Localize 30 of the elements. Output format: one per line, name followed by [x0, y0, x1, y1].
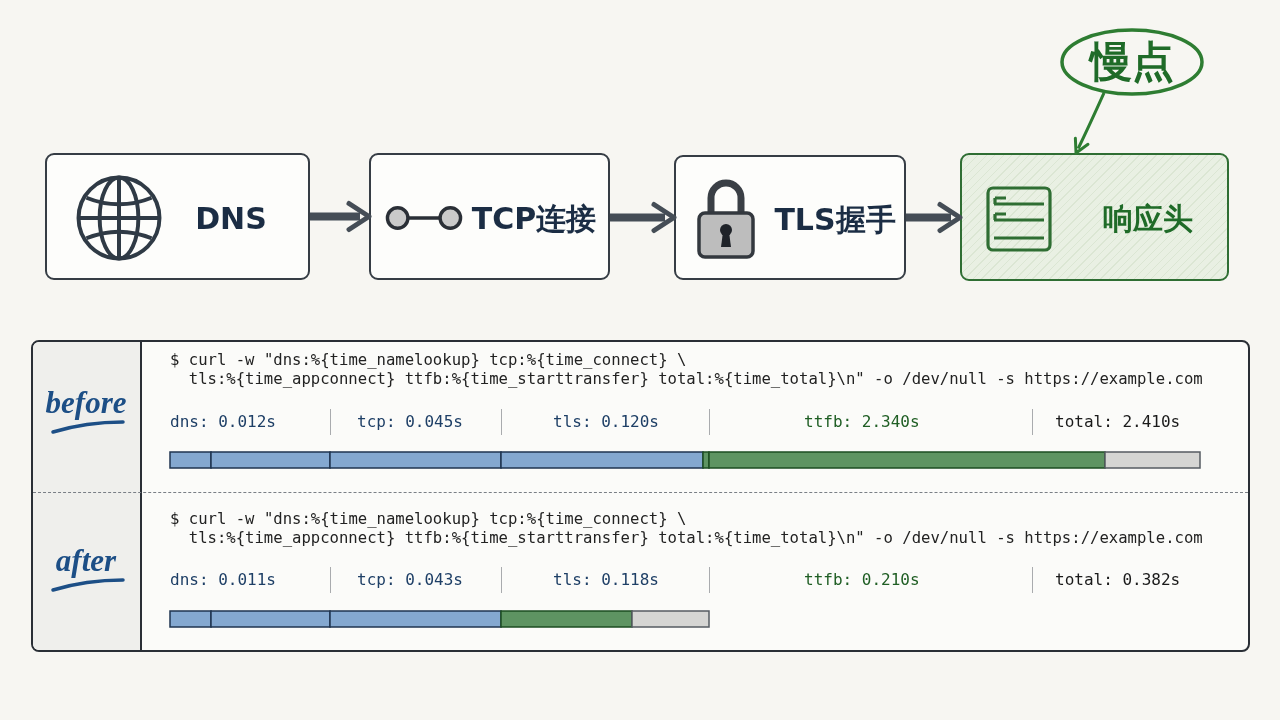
process-box	[674, 155, 906, 280]
row-label: after	[55, 543, 117, 579]
arrow	[1073, 92, 1106, 155]
row-label: before	[45, 385, 127, 421]
timing-value: ttfb: 2.340s	[804, 412, 920, 431]
node-label: TLS握手	[774, 201, 896, 238]
node-label: TCP连接	[471, 200, 597, 237]
command-line: tls:%{time_appconnect} ttfb:%{time_starttransfer} total:%{time_total}\n" -o /dev/null -s https://example.com	[188, 370, 1203, 389]
process-box	[960, 153, 1229, 281]
timing-value: total: 0.382s	[1055, 570, 1181, 589]
timing-value: tls: 0.120s	[553, 412, 659, 431]
timing-value: tls: 0.118s	[553, 570, 659, 589]
process-box	[45, 153, 310, 280]
arrow	[310, 201, 372, 232]
timing-value: total: 2.410s	[1055, 412, 1181, 431]
arrow	[906, 202, 963, 233]
timing-value: tcp: 0.045s	[357, 412, 463, 431]
timing-value: dns: 0.012s	[170, 412, 276, 431]
node-label: DNS	[195, 200, 267, 237]
timing-value: dns: 0.011s	[170, 570, 276, 589]
callout-text: 慢点	[1090, 36, 1174, 88]
timing-value: ttfb: 0.210s	[804, 570, 920, 589]
command-line: $ curl -w "dns:%{time_namelookup} tcp:%{time_connect} \	[170, 351, 687, 370]
command-line: $ curl -w "dns:%{time_namelookup} tcp:%{time_connect} \	[170, 510, 687, 529]
node-label: 响应头	[1103, 201, 1193, 237]
process-box	[369, 153, 610, 280]
timing-value: tcp: 0.043s	[357, 570, 463, 589]
command-line: tls:%{time_appconnect} ttfb:%{time_starttransfer} total:%{time_total}\n" -o /dev/null -s https://example.com	[188, 529, 1203, 548]
callout-bubble	[1058, 26, 1206, 98]
arrow	[610, 202, 677, 233]
